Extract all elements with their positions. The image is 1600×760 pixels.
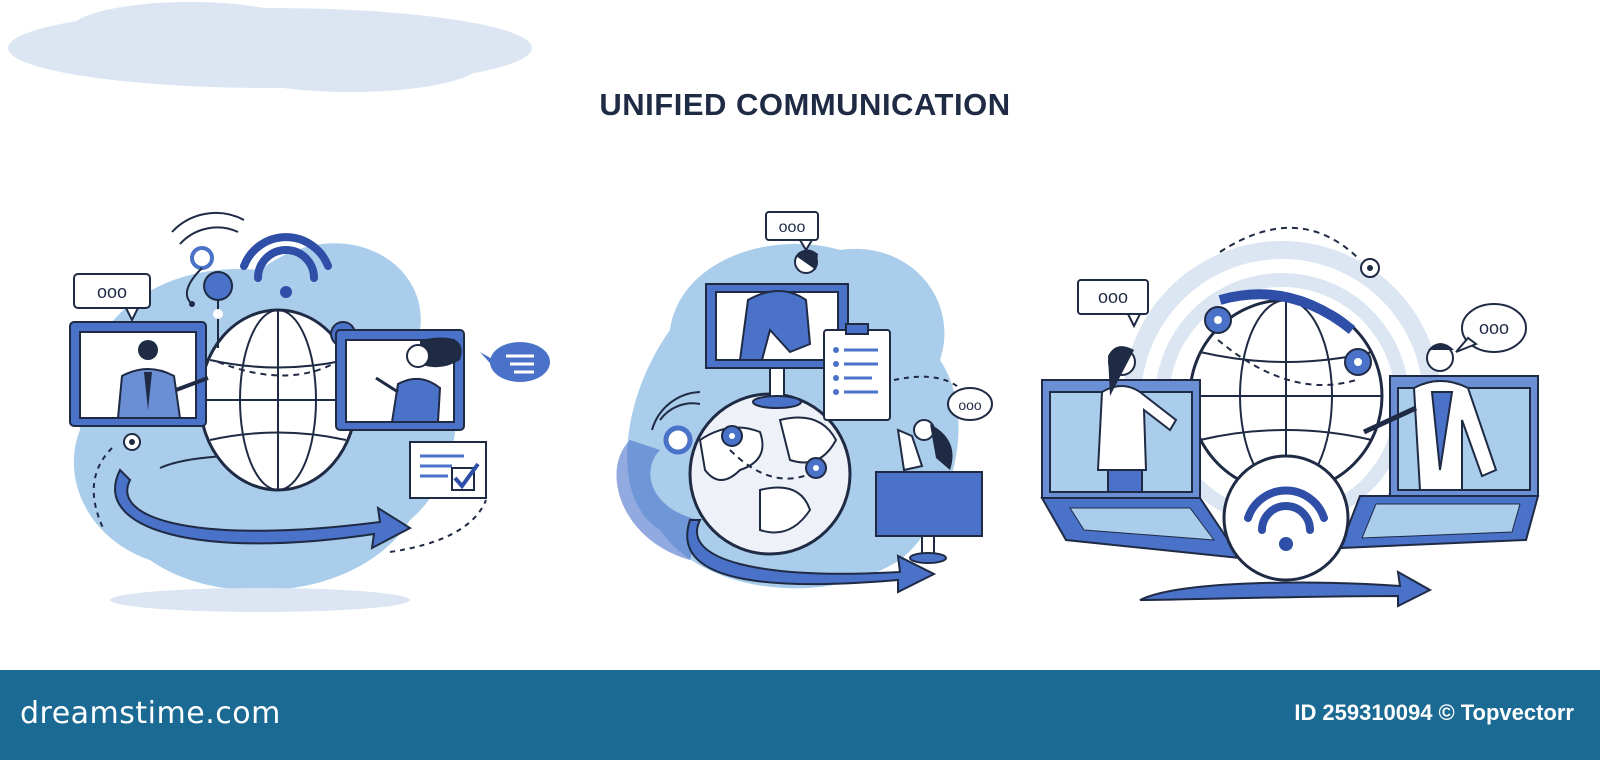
- page-title: UNIFIED COMMUNICATION: [599, 87, 1011, 122]
- chat-bubble-text: ooo: [97, 282, 127, 302]
- illustration-stage: UNIFIED COMMUNICATION: [8, 2, 1540, 612]
- person-left: [1096, 346, 1178, 493]
- title-cloud: [8, 2, 532, 92]
- checklist-icon: [409, 441, 487, 499]
- checklist-icon: [823, 323, 891, 421]
- globe-icon: [198, 308, 358, 492]
- wifi-icon: [240, 233, 332, 298]
- scene-left: ooo: [69, 211, 550, 612]
- monitor-icon: [335, 329, 465, 431]
- arrow-icon: [114, 468, 413, 550]
- chat-bubble-text: ooo: [1479, 318, 1509, 338]
- chat-bubble-text: ooo: [779, 219, 806, 236]
- gear-icon: [123, 433, 141, 451]
- wifi-icon: [1222, 454, 1350, 582]
- location-pin-icon: [721, 425, 743, 447]
- scene-right: ooo ooo: [1040, 226, 1540, 608]
- chat-bubble-icon: ooo: [1455, 303, 1527, 353]
- chat-bubble-icon: [480, 342, 550, 382]
- monitor-icon: [705, 249, 849, 409]
- chat-bubble-icon: ooo: [73, 273, 151, 323]
- location-pin-icon: [203, 271, 234, 348]
- copyright-symbol: ©: [1438, 700, 1455, 725]
- chat-bubble-text: ooo: [958, 397, 982, 413]
- location-pin-icon: [805, 457, 827, 479]
- chat-bubble-icon: ooo: [765, 211, 819, 252]
- scene-center: ooo ooo: [616, 211, 993, 594]
- id-label: ID: [1294, 700, 1317, 725]
- id-value: 259310094: [1322, 700, 1433, 725]
- chat-bubble-text: ooo: [1098, 287, 1128, 307]
- location-pin-icon: [1344, 348, 1372, 376]
- chat-bubble-icon: ooo: [947, 387, 993, 421]
- brand-watermark: dreamstime.com: [20, 696, 281, 731]
- arrow-icon: [686, 519, 937, 594]
- gear-icon: [1360, 258, 1380, 278]
- monitor-icon: [875, 419, 983, 564]
- gear-icon: [663, 425, 693, 455]
- monitor-icon: [69, 321, 209, 427]
- author-name: Topvectorr: [1460, 700, 1574, 725]
- chat-bubble-icon: ooo: [1077, 279, 1149, 329]
- location-pin-icon: [1204, 306, 1232, 334]
- person-right: [1362, 343, 1498, 491]
- scenes: ooo: [69, 211, 1540, 612]
